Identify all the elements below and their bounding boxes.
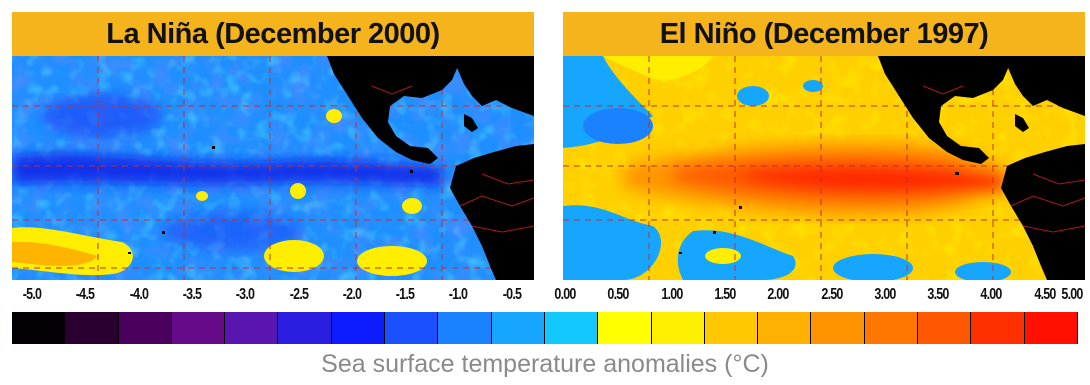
- legend-ticks: -5.0 -4.5 -4.0 -3.5 -3.0 -2.5 -2.0 -1.5 -1.0 -0.5…: [12, 282, 1090, 306]
- legend-tick-label: 3.00: [874, 286, 896, 303]
- legend-swatch: [651, 312, 705, 344]
- legend-tick-label: 5.00: [1061, 286, 1083, 303]
- legend-tick-label: 2.00: [767, 286, 790, 303]
- legend-swatch: [544, 312, 599, 344]
- legend-swatch: [65, 312, 119, 344]
- legend-tick-label: -1.0: [449, 286, 468, 303]
- temperature-legend: -5.0 -4.5 -4.0 -3.5 -3.0 -2.5 -2.0 -1.5 -1.0 -0.5…: [12, 282, 1090, 344]
- legend-tick-label: 0.50: [607, 286, 630, 303]
- legend-swatch: [331, 312, 386, 344]
- el-nino-cool-patches: [563, 56, 1011, 280]
- la-nina-land: [128, 56, 534, 280]
- legend-swatch: [598, 312, 652, 344]
- legend-swatch: [971, 312, 1025, 344]
- legend-tick-label: -4.0: [129, 286, 148, 303]
- legend-swatch: [811, 312, 865, 344]
- legend-tick-label: 2.50: [820, 286, 843, 303]
- legend-tick-label: -0.5: [502, 286, 521, 303]
- legend-tick-label: -4.5: [76, 286, 95, 303]
- la-nina-title: La Niña (December 2000): [12, 12, 534, 56]
- legend-caption: Sea surface temperature anomalies (°C): [321, 350, 769, 378]
- legend-swatch: [12, 312, 66, 344]
- legend-tick-label: -1.5: [395, 286, 415, 303]
- legend-tick-label: -2.5: [289, 286, 308, 303]
- el-nino-title: El Niño (December 1997): [563, 12, 1085, 56]
- legend-swatch: [171, 312, 226, 344]
- legend-tick-label: -2.0: [342, 286, 362, 303]
- legend-tick-label: -3.0: [235, 286, 255, 303]
- la-nina-cold-band: [12, 94, 442, 251]
- legend-swatch: [491, 312, 545, 344]
- legend-colorbar: [12, 312, 1078, 344]
- el-nino-land: [679, 56, 1085, 280]
- legend-swatch: [758, 312, 812, 344]
- legend-swatch: [918, 312, 972, 344]
- legend-tick-label: -3.5: [182, 286, 202, 303]
- legend-tick-label: 1.50: [714, 286, 736, 303]
- legend-swatch: [385, 312, 439, 344]
- legend-swatch: [278, 312, 332, 344]
- legend-tick-label: -5.0: [22, 286, 42, 303]
- el-nino-map: [563, 56, 1085, 280]
- el-nino-panel: El Niño (December 1997): [563, 12, 1085, 280]
- legend-tick-label: 1.00: [661, 286, 683, 303]
- legend-swatch: [118, 312, 172, 344]
- legend-tick-label: 3.50: [927, 286, 950, 303]
- legend-swatch: [1024, 312, 1078, 344]
- legend-tick-label: 4.50: [1034, 286, 1056, 303]
- la-nina-panel: La Niña (December 2000): [12, 12, 534, 280]
- legend-swatch: [704, 312, 759, 344]
- la-nina-borders: [371, 85, 534, 233]
- la-nina-map: [12, 56, 534, 280]
- legend-swatch: [864, 312, 919, 344]
- legend-swatch: [225, 312, 279, 344]
- el-nino-borders: [922, 85, 1085, 233]
- legend-tick-label: 4.00: [980, 286, 1003, 303]
- legend-tick-label: 0.00: [554, 286, 576, 303]
- legend-swatch: [438, 312, 492, 344]
- el-nino-warm-tongue: [623, 142, 1013, 217]
